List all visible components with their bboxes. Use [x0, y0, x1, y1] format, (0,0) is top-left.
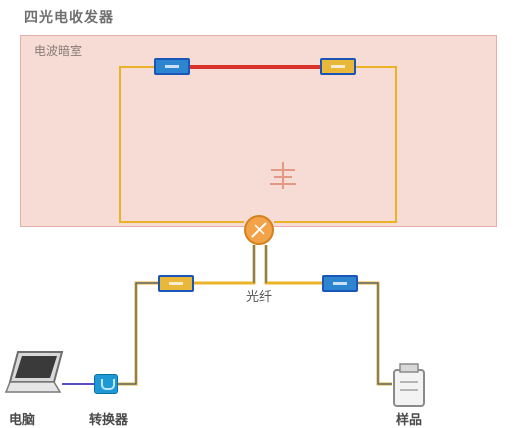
page-title: 四光电收发器: [24, 10, 114, 26]
fiber-coupler: [244, 215, 274, 245]
label-sample: 样品: [396, 413, 423, 428]
chamber-label: 电波暗室: [34, 44, 83, 58]
fiber-left-drop: [194, 245, 256, 285]
sample-device-icon: [393, 363, 425, 407]
converter-icon: [94, 374, 118, 394]
optical-module-bottom-right: [322, 275, 358, 292]
cable-right: [358, 281, 392, 386]
fiber-label: 光纤: [246, 290, 273, 305]
optical-module-bottom-left: [158, 275, 194, 292]
label-computer: 电脑: [9, 413, 36, 428]
laptop-icon: [4, 351, 64, 393]
anechoic-chamber: [20, 35, 497, 227]
cable-left: [118, 281, 158, 386]
fiber-right-drop: [264, 245, 322, 285]
fiber-loop: [119, 66, 397, 223]
optical-module-top-right: [320, 58, 356, 75]
optical-module-top-left: [154, 58, 190, 75]
label-converter: 转换器: [89, 413, 129, 428]
watermark-icon: [270, 162, 296, 189]
